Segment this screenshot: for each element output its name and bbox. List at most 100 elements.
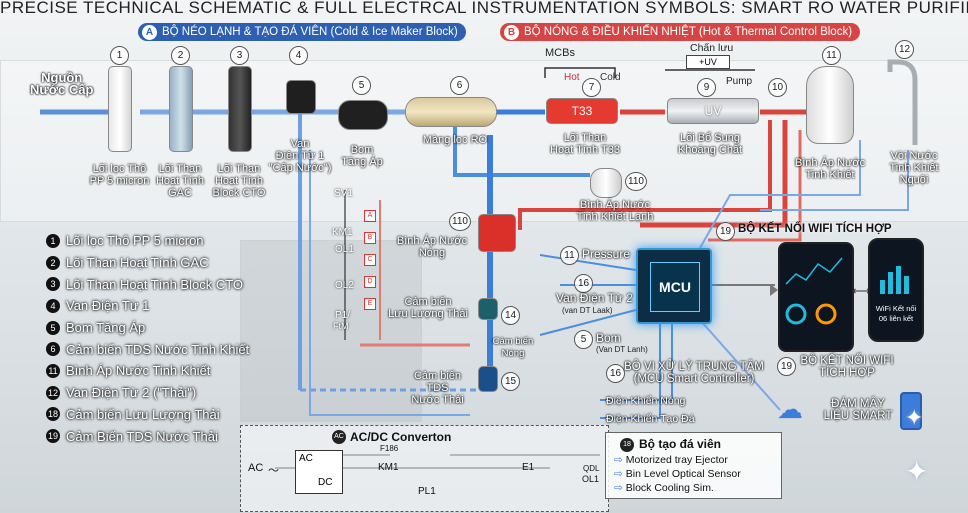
stage-11-line1: Bình Áp Nước bbox=[794, 157, 866, 169]
tablet-dashboard bbox=[778, 242, 854, 352]
stage-1-line2: PP 5 micron bbox=[89, 175, 150, 187]
stage-3-number: 3 bbox=[230, 46, 249, 65]
phone-text: WiFi Kết nối 06 liên kết bbox=[872, 304, 920, 324]
stage-4-line2: Điện Từ 1 bbox=[275, 150, 325, 162]
gac-filter-cartridge bbox=[169, 66, 193, 152]
pure-water-tank bbox=[806, 66, 854, 144]
stage-5-line2: Tăng Áp bbox=[341, 156, 383, 168]
mcbs-label: MCBs bbox=[545, 47, 575, 59]
controller-label: BỘ VI XỬ LÝ TRUNG TÂM (MCU Smart Control… bbox=[624, 361, 764, 385]
temp-sensor-label: Cảm biến Nóng bbox=[488, 336, 538, 360]
ejector-item-text: Block Cooling Sim. bbox=[625, 482, 714, 494]
hot-control-label: Điện Khiển Nóng bbox=[606, 395, 686, 407]
stage-5-line1: Bom bbox=[350, 144, 374, 156]
legend-text: Bình Áp Nước Tinh Khiết bbox=[66, 363, 211, 379]
ol1-label: OL1 bbox=[335, 244, 354, 255]
ol1-converter-label: OL1 bbox=[582, 474, 600, 484]
stage-2-line1: Lõi Thạn bbox=[158, 163, 202, 175]
bom-label: Bom bbox=[596, 331, 621, 345]
ac-label: AC bbox=[299, 453, 313, 464]
stage-2-label: Lõi Thạn Hoạt Tính GAC bbox=[150, 163, 210, 199]
ejector-item-3: ⇨ Block Cooling Sim. bbox=[614, 482, 714, 494]
legend-text: Van Điện Từ 2 ("Thải") bbox=[66, 385, 197, 401]
stage-11-number: 11 bbox=[822, 46, 841, 65]
converter-badge: AC bbox=[332, 430, 346, 444]
hot-return-pipe bbox=[640, 120, 788, 228]
faucet-link bbox=[760, 150, 909, 211]
sv1-label: SV1 bbox=[334, 188, 353, 199]
converter-title: AC/DC Converton bbox=[350, 430, 452, 444]
dc-label: DC bbox=[318, 477, 333, 488]
p1-label: P1/ bbox=[335, 310, 351, 321]
sparkle-icon: ✦ bbox=[905, 405, 924, 430]
flow-sensor bbox=[478, 298, 498, 320]
temp-sensor-line2: Nóng bbox=[501, 348, 525, 359]
stage-12-label: Vòi Nước Tinh Khiết Nguội bbox=[880, 150, 948, 186]
cold-tank-number: 110 bbox=[625, 172, 647, 191]
stage-2-number: 2 bbox=[171, 46, 190, 65]
mcu-chip: MCU bbox=[636, 248, 712, 324]
solenoid-valve-1 bbox=[286, 80, 316, 114]
stage-4-line1: Van bbox=[290, 138, 310, 150]
legend-bullet: 3 bbox=[46, 277, 60, 292]
arrow-icon: ⇨ bbox=[614, 482, 623, 494]
stage-12-line2: Tinh Khiết bbox=[889, 162, 939, 174]
stage-7-line1: Lõi Than bbox=[563, 132, 607, 144]
legend-text: Bom Tăng Áp bbox=[66, 320, 146, 336]
hot-signal bbox=[708, 130, 802, 242]
stage-1-number: 1 bbox=[110, 46, 129, 65]
phone-bars-icon bbox=[880, 266, 909, 294]
uv-sterilizer: UV bbox=[667, 98, 759, 124]
stage-11-label: Bình Áp Nước Tinh Khiết bbox=[790, 157, 870, 181]
relay-box-d: D bbox=[364, 276, 376, 288]
flow-sensor-label: Cảm biến Lưu Lượng Thải bbox=[378, 296, 478, 320]
mcb-wire bbox=[544, 67, 616, 78]
stage-7-number: 7 bbox=[582, 78, 601, 97]
ro-membrane bbox=[405, 97, 497, 127]
controller-number: 16 bbox=[606, 364, 625, 383]
source-line1: Nguồn bbox=[41, 70, 83, 85]
cold-tank-line1: Bình Áp Nước bbox=[579, 199, 651, 211]
stage-4-number: 4 bbox=[289, 46, 308, 65]
hot-tank-line1: Bình Áp Nước bbox=[396, 235, 468, 247]
stage-3-line2: Hoạt Tính bbox=[214, 175, 264, 187]
ac-input-label: AC bbox=[248, 462, 264, 474]
stage-2-line3: GAC bbox=[168, 187, 192, 199]
ice-maker-title: Bộ tạo đá viên bbox=[639, 437, 722, 451]
stage-3-line3: Block CTO bbox=[212, 187, 266, 199]
qdl-label: QDL bbox=[583, 464, 600, 473]
mcu-link-tank bbox=[699, 140, 861, 249]
stage-1-label: Lõi lọc Thô PP 5 micron bbox=[82, 163, 157, 187]
pl1-label: PL1 bbox=[418, 486, 436, 497]
stage-5-label: Bom Tăng Áp bbox=[332, 144, 392, 168]
cloud-label: ĐÁM MÂY LIỆU SMART bbox=[820, 398, 896, 422]
legend-bullet: 6 bbox=[46, 342, 60, 357]
stage-9-line1: Lõi Bổ Sung bbox=[680, 132, 740, 144]
stage-12-line1: Vòi Nước bbox=[890, 150, 938, 162]
mcu-label: MCU bbox=[650, 262, 700, 312]
legend-bullet: 4 bbox=[46, 298, 60, 313]
cloud-line1: ĐÁM MÂY bbox=[831, 398, 885, 410]
ballast-label: Chấn lưu bbox=[690, 42, 734, 54]
smartphone-app: WiFi Kết nối 06 liên kết bbox=[868, 238, 924, 342]
wifi-number-2: 19 bbox=[777, 357, 796, 376]
stage-5-number: 5 bbox=[352, 76, 371, 95]
phone-text-line1: WiFi Kết nối bbox=[875, 304, 917, 313]
cloud-icon: ☁ bbox=[777, 394, 803, 424]
stage-11-line2: Tinh Khiết bbox=[805, 169, 855, 181]
pressure-number: 11 bbox=[560, 246, 579, 265]
stage-4-line3: "Cấp Nước") bbox=[268, 162, 332, 174]
bom-sub-label: (Van DT Lanh) bbox=[596, 345, 648, 354]
tds-sensor-number: 15 bbox=[501, 372, 520, 391]
relay-box-c: C bbox=[364, 254, 376, 266]
ice-maker-number: 18 bbox=[620, 438, 634, 452]
arrow-icon: ⇨ bbox=[614, 454, 623, 466]
flow-sensor-line1: Cảm biến bbox=[404, 296, 452, 308]
swap-arrow-icon: ⟷ bbox=[852, 283, 871, 298]
cold-pipe bbox=[453, 120, 590, 177]
